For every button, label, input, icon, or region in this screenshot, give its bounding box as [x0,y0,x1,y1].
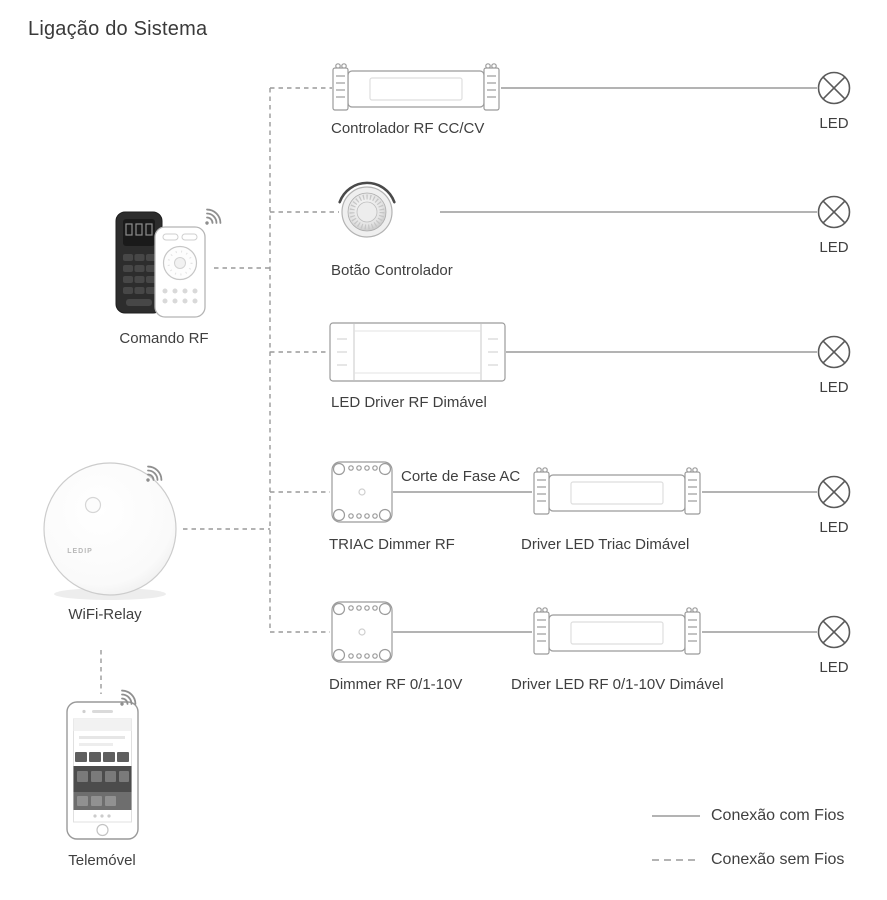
led-label: LED [819,519,849,536]
device-label-triac-dimmer: TRIAC Dimmer RF [329,536,455,553]
legend-wired-label: Conexão com Fios [711,807,845,824]
legend-wireless-label: Conexão sem Fios [711,851,845,868]
device-label-triac-driver: Driver LED Triac Dimável [521,536,690,553]
led-label: LED [819,239,849,256]
page-title: Ligação do Sistema [28,18,208,40]
led-symbol [817,615,851,649]
relay-label: WiFi-Relay [68,606,142,623]
wifi-signal-icon [198,205,225,232]
dimmer-0-10v-device [331,601,393,663]
device-label-rf-driver: Driver LED RF 0/1-10V Dimável [511,676,724,693]
wire-label-phase-cut: Corte de Fase AC [401,468,521,485]
triac-driver-device [533,467,701,515]
wireless-connection-lines [100,87,339,694]
relay-logo: LEDIP [67,548,93,555]
led-symbol [817,475,851,509]
rotary-knob-device [338,181,396,238]
wifi-relay-device [43,462,177,600]
smartphone [66,701,139,840]
device-label-knob: Botão Controlador [331,262,453,279]
led-label: LED [819,115,849,132]
device-label-led-driver: LED Driver RF Dimável [331,394,487,411]
wired-connection-lines [393,87,817,633]
led-symbol [817,195,851,229]
phone-label: Telemóvel [68,852,136,869]
led-label: LED [819,659,849,676]
led-symbol [817,71,851,105]
rf-remote-black [115,211,163,314]
rf-remote-white [154,226,206,318]
device-label-controller: Controlador RF CC/CV [331,120,485,137]
device-label-dimmer-0-10v: Dimmer RF 0/1-10V [329,676,463,693]
triac-dimmer-device [331,461,393,523]
remote-label: Comando RF [119,330,209,347]
rf-0-10v-driver-device [533,607,701,655]
rf-controller-device [332,63,500,111]
led-label: LED [819,379,849,396]
led-driver-device [329,322,506,382]
led-symbol [817,335,851,369]
